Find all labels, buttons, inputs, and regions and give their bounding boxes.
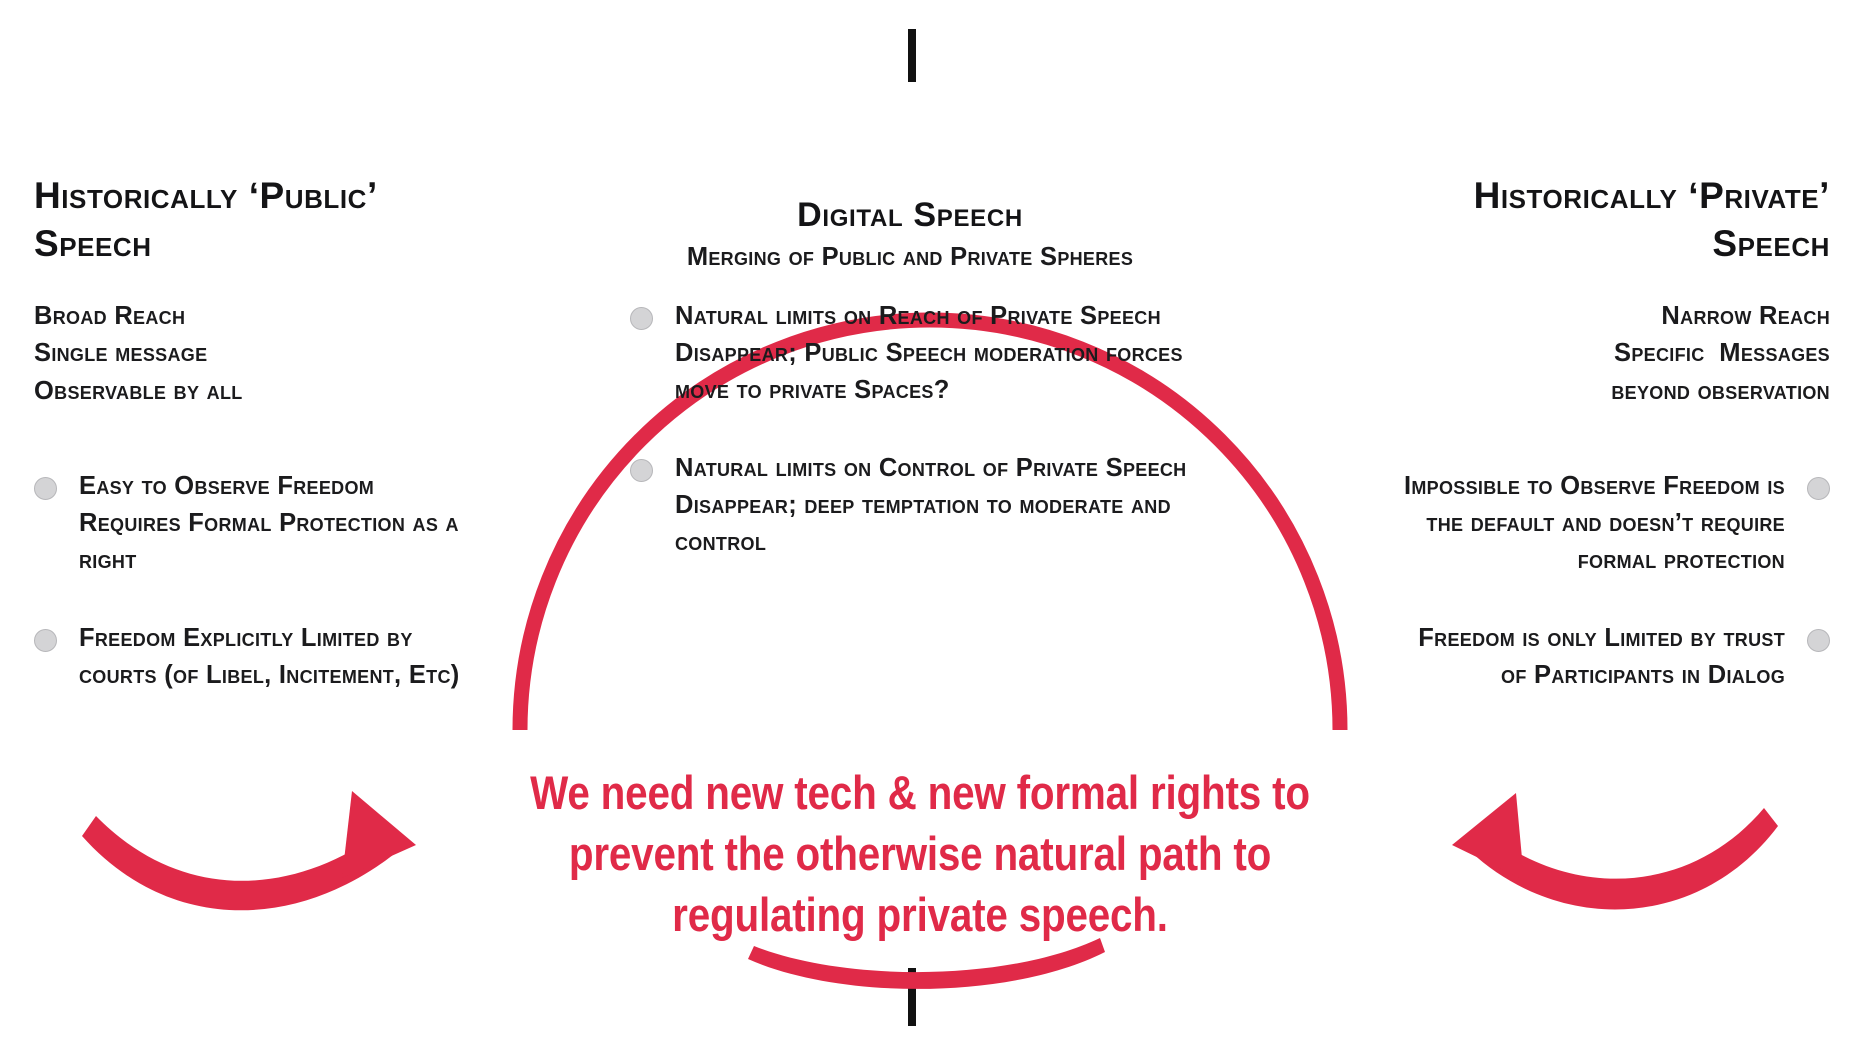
curved-arrow-pointing-left bbox=[1452, 793, 1778, 910]
right-lead-line-2: Specific Messages bbox=[1614, 339, 1830, 368]
left-lead-line-3: Observable by all bbox=[34, 376, 243, 405]
left-column-heading: Historically ‘Public’ Speech bbox=[34, 175, 376, 265]
right-lead-line-3: beyond observation bbox=[1611, 376, 1830, 405]
right-bullet-1: Impossible to Observe Freedom is the def… bbox=[1403, 471, 1785, 575]
vertical-divider-bottom bbox=[908, 968, 916, 1026]
bullet-dot-icon bbox=[1807, 476, 1830, 500]
center-column-title: Digital Speech bbox=[797, 196, 1023, 234]
list-item: Natural limits on Control of Private Spe… bbox=[630, 450, 1220, 562]
right-lead-block: Narrow Reach Specific Messages beyond ob… bbox=[1390, 298, 1830, 410]
list-item: Freedom Explicitly Limited by courts (of… bbox=[34, 620, 464, 694]
vertical-divider-top bbox=[908, 29, 916, 82]
right-bullet-2: Freedom is only Limited by trust of Part… bbox=[1418, 623, 1785, 689]
center-bullet-list: Natural limits on Reach of Private Speec… bbox=[600, 298, 1220, 561]
column-historically-private: Historically ‘Private’ Speech Narrow Rea… bbox=[1390, 172, 1830, 694]
callout-message: We need new tech & new formal rights to … bbox=[530, 766, 1310, 942]
list-item: Natural limits on Reach of Private Speec… bbox=[630, 298, 1220, 410]
bullet-dot-icon bbox=[630, 458, 653, 482]
column-historically-public: Historically ‘Public’ Speech Broad Reach… bbox=[34, 172, 464, 694]
center-bullet-2: Natural limits on Control of Private Spe… bbox=[675, 453, 1187, 557]
list-item: Easy to Observe Freedom Requires Formal … bbox=[34, 468, 464, 580]
curved-arrow-pointing-right bbox=[82, 791, 416, 911]
right-column-heading: Historically ‘Private’ Speech bbox=[1473, 175, 1830, 265]
column-digital-speech: Digital Speech Merging of Public and Pri… bbox=[600, 196, 1220, 561]
right-lead-line-1: Narrow Reach bbox=[1661, 302, 1830, 331]
left-lead-line-1: Broad Reach bbox=[34, 302, 186, 331]
left-bullet-2: Freedom Explicitly Limited by courts (of… bbox=[79, 623, 460, 689]
curved-arc-bottom bbox=[748, 938, 1105, 989]
bullet-dot-icon bbox=[1807, 628, 1830, 652]
center-column-subtitle: Merging of Public and Private Spheres bbox=[686, 243, 1134, 271]
list-item: Freedom is only Limited by trust of Part… bbox=[1390, 620, 1830, 694]
left-lead-block: Broad Reach Single message Observable by… bbox=[34, 298, 464, 410]
bullet-dot-icon bbox=[34, 476, 57, 500]
list-item: Impossible to Observe Freedom is the def… bbox=[1390, 468, 1830, 580]
center-bullet-1: Natural limits on Reach of Private Speec… bbox=[675, 302, 1183, 405]
bullet-dot-icon bbox=[34, 628, 57, 652]
left-bullet-1: Easy to Observe Freedom Requires Formal … bbox=[79, 471, 459, 575]
bullet-dot-icon bbox=[630, 307, 653, 330]
left-lead-line-2: Single message bbox=[34, 339, 208, 368]
